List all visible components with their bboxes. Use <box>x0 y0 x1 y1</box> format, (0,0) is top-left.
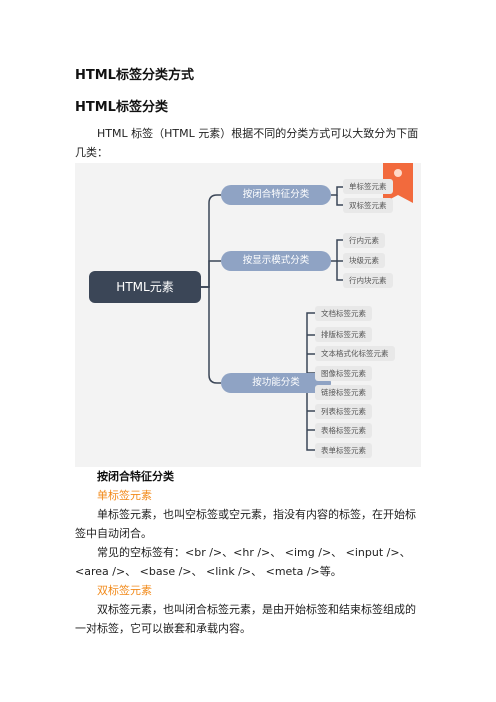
double-tag-heading: 双标签元素 <box>97 584 152 597</box>
leaf-document: 文档标签元素 <box>315 306 372 321</box>
branch-display: 按显示模式分类 <box>221 251 331 271</box>
closing-heading: 按闭合特征分类 <box>97 470 174 483</box>
leaf-image: 图像标签元素 <box>315 366 372 381</box>
leaf-double-tag: 双标签元素 <box>343 198 393 213</box>
intro-paragraph: HTML 标签（HTML 元素）根据不同的分类方式可以大致分为下面几类： <box>75 127 419 159</box>
root-node: HTML元素 <box>89 271 201 303</box>
double-tag-description: 双标签元素，也叫闭合标签元素，是由开始标签和结束标签组成的一对标签，它可以嵌套和… <box>75 603 416 635</box>
leaf-link: 链接标签元素 <box>315 385 372 400</box>
leaf-single-tag: 单标签元素 <box>343 179 393 194</box>
leaf-list: 列表标签元素 <box>315 404 372 419</box>
single-tag-heading: 单标签元素 <box>97 489 152 502</box>
leaf-inline: 行内元素 <box>343 233 385 248</box>
leaf-block: 块级元素 <box>343 253 385 268</box>
single-tag-examples: 常见的空标签有：<br />、<hr />、 <img />、 <input /… <box>75 546 411 578</box>
leaf-form: 表单标签元素 <box>315 443 372 458</box>
single-tag-description: 单标签元素，也叫空标签或空元素，指没有内容的标签，在开始标签中自动闭合。 <box>75 508 416 540</box>
leaf-inline-block: 行内块元素 <box>343 273 393 288</box>
section-title: HTML标签分类 <box>75 100 168 115</box>
leaf-layout: 排版标签元素 <box>315 327 372 342</box>
document-title: HTML标签分类方式 <box>75 68 194 83</box>
mind-map-diagram: HTML元素 按闭合特征分类 单标签元素 双标签元素 按显示模式分类 行内元素 … <box>75 163 421 467</box>
leaf-text-format: 文本格式化标签元素 <box>315 346 395 361</box>
leaf-table: 表格标签元素 <box>315 423 372 438</box>
branch-closing: 按闭合特征分类 <box>221 185 331 205</box>
branch-function: 按功能分类 <box>221 373 331 393</box>
